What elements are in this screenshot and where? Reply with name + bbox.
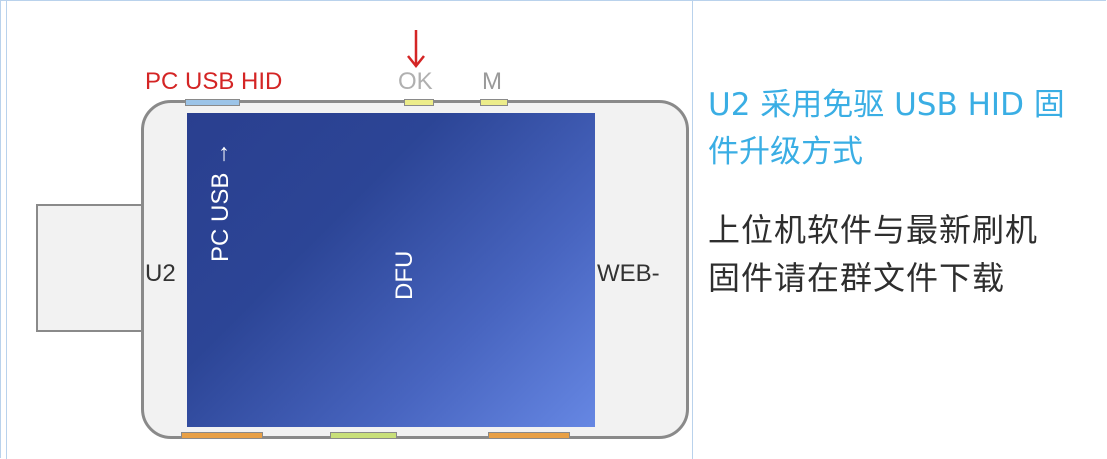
u2-label: U2 [145, 260, 176, 287]
info-title: U2 采用免驱 USB HID 固 件升级方式 [708, 82, 1103, 176]
pc-usb-port [185, 99, 240, 106]
usb-plug [36, 204, 142, 332]
pc-usb-hid-label: PC USB HID [145, 68, 283, 95]
bottom-port-left [181, 432, 263, 439]
ok-label: OK [398, 68, 433, 95]
m-label: M [482, 68, 502, 95]
info-body: 上位机软件与最新刷机 固件请在群文件下载 [708, 206, 1103, 302]
info-body-line1: 上位机软件与最新刷机 [708, 211, 1039, 249]
down-arrow-icon [407, 30, 425, 69]
pc-usb-vertical-label: PC USB → [207, 141, 234, 262]
bottom-port-center [330, 432, 397, 439]
column-divider [692, 0, 693, 459]
info-title-line2: 件升级方式 [708, 134, 863, 170]
info-body-line2: 固件请在群文件下载 [708, 259, 1006, 297]
dfu-label: DFU [391, 250, 418, 300]
web-label: WEB- [597, 260, 660, 287]
bottom-port-right [488, 432, 570, 439]
m-button [480, 99, 508, 106]
left-border-line [6, 0, 7, 459]
device-screen [187, 113, 595, 427]
info-title-line1: U2 采用免驱 USB HID 固 [708, 87, 1065, 123]
ok-button [404, 99, 434, 106]
